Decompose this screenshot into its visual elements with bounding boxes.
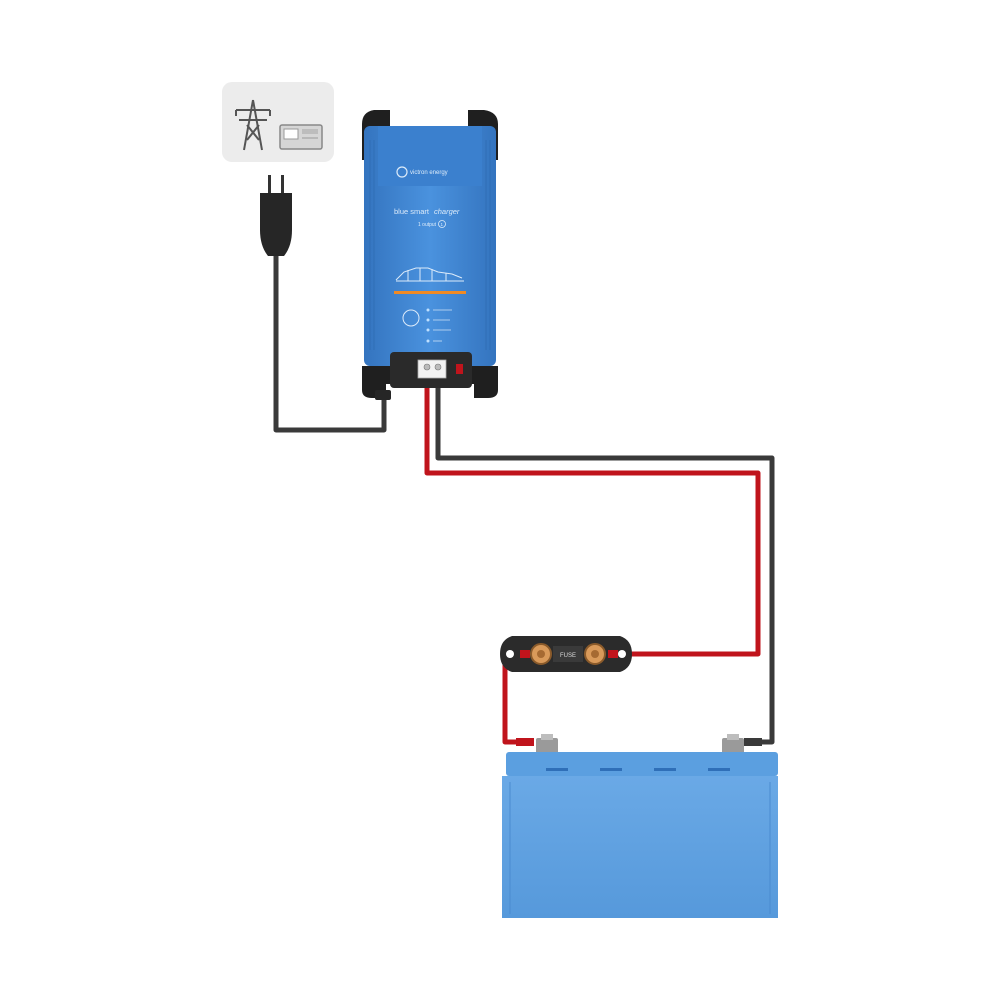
fuse-element: [553, 646, 583, 662]
product-line-label: blue smart: [394, 207, 430, 216]
power-switch[interactable]: [456, 364, 463, 374]
output-count-badge: [438, 220, 446, 228]
brand-logo-icon: [396, 166, 408, 178]
status-leds: [426, 308, 452, 343]
charge-curve-icon: [395, 267, 464, 282]
mode-button[interactable]: [402, 309, 420, 327]
output-label: 1 output: [418, 222, 437, 228]
dc-negative-wire: [435, 375, 775, 745]
fuse-label: FUSE: [560, 653, 576, 659]
battery: [502, 734, 778, 918]
fuse-holder: FUSE: [500, 636, 632, 672]
battery-body: [502, 776, 778, 918]
ac-source-box: [222, 82, 334, 162]
accent-bar: [394, 291, 466, 294]
mains-plug-icon: [260, 175, 292, 256]
battery-positive-terminal: [516, 734, 558, 754]
output-count: 1: [441, 222, 444, 227]
product-type-label: charger: [434, 207, 460, 216]
battery-vents: [546, 768, 730, 771]
power-pylon-icon: [235, 99, 271, 151]
battery-negative-terminal: [722, 734, 762, 754]
ac-cable: [273, 256, 387, 433]
generator-icon: [279, 124, 323, 150]
charger: victron energy blue smart charger 1 outp…: [362, 110, 498, 400]
ac-inlet: [375, 390, 391, 400]
dc-positive-wire: [424, 375, 761, 745]
brand-name: victron energy: [410, 170, 448, 176]
battery-lid: [506, 752, 778, 776]
dc-terminals: [417, 359, 447, 379]
